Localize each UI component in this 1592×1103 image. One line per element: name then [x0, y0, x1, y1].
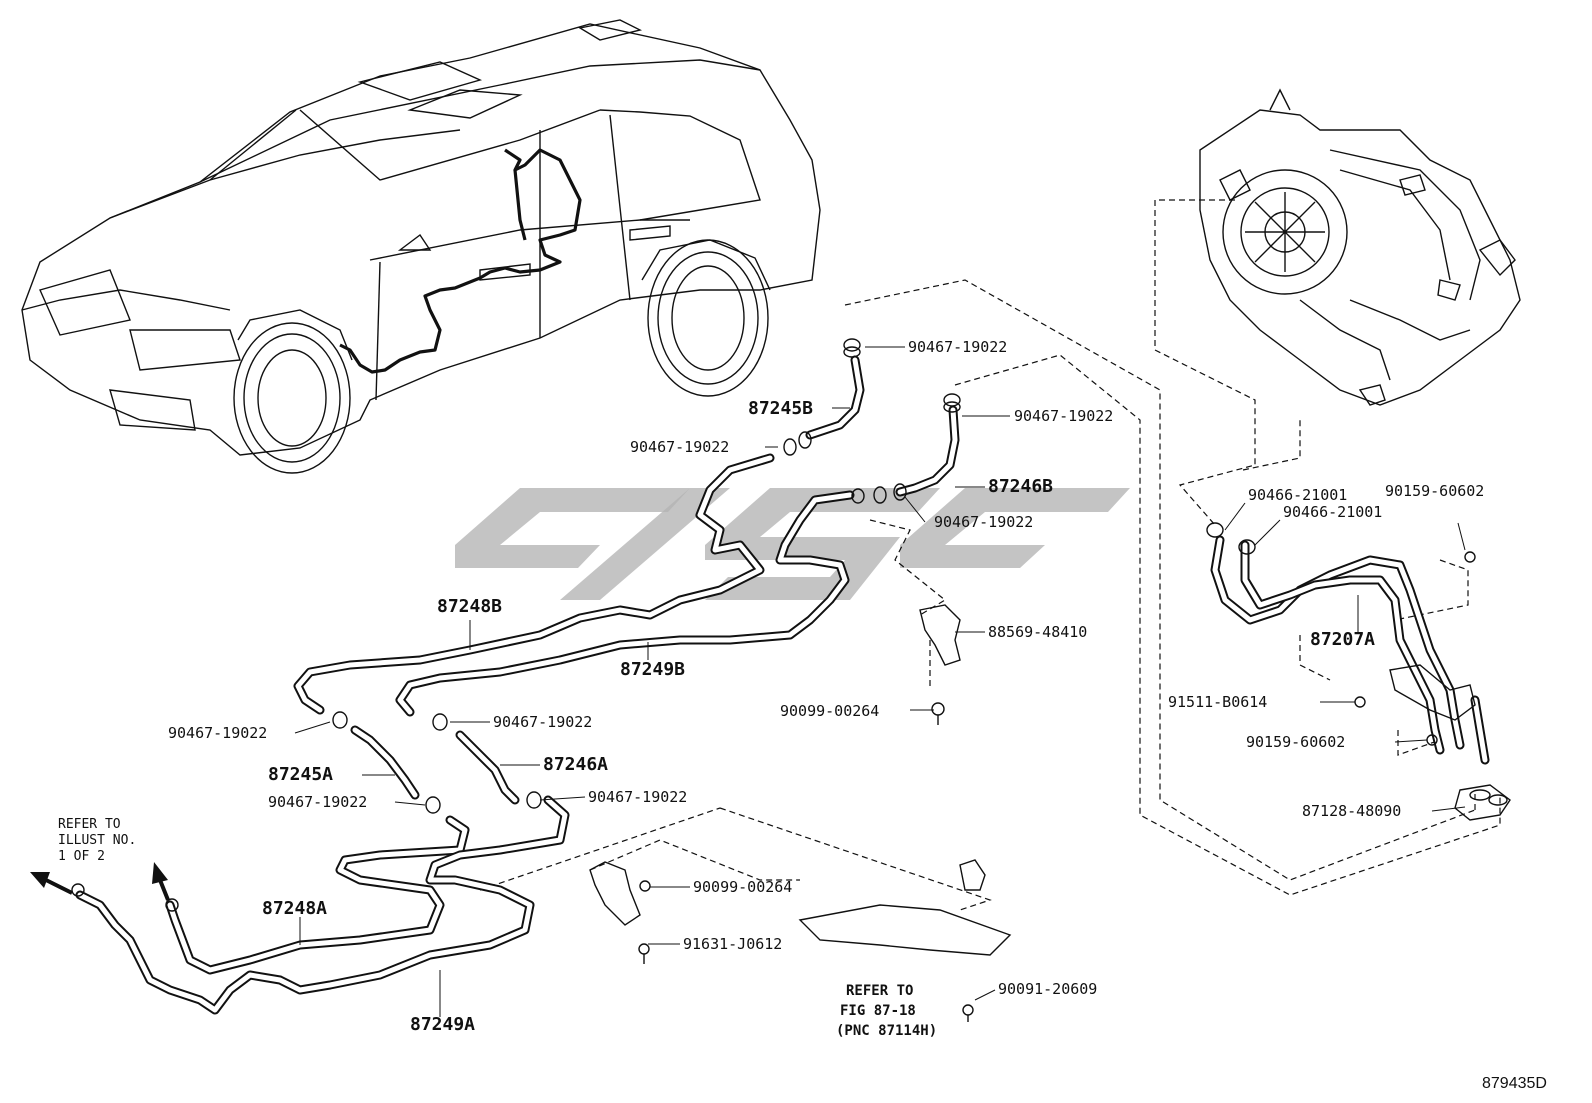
brackets	[589, 604, 1511, 956]
watermark-logo	[455, 488, 1130, 600]
callout-90099-00264-a: 90099-00264	[780, 702, 879, 720]
part-labels: 90467-19022 87245B 90467-19022 90467-190…	[168, 338, 1484, 1035]
callout-90099-00264-b: 90099-00264	[693, 878, 792, 896]
part-87248a: 87248A	[262, 898, 327, 919]
callout-90467-19022-f: 90467-19022	[493, 713, 592, 731]
part-87249a: 87249A	[410, 1014, 475, 1035]
refer-fig-line-3: (PNC 87114H)	[836, 1023, 937, 1039]
figure-id: 879435D	[1482, 1075, 1547, 1092]
part-87246a: 87246A	[543, 754, 608, 775]
dashed-reference-lines	[479, 199, 1501, 911]
hose-clamps	[71, 338, 1256, 912]
part-87207a: 87207A	[1310, 629, 1375, 650]
callout-90466-21001-a: 90466-21001	[1248, 486, 1347, 504]
vehicle-hose-route	[339, 148, 582, 374]
hose-assembly	[75, 355, 1490, 1015]
part-87246b: 87246B	[988, 476, 1053, 497]
callout-90467-19022-e: 90467-19022	[168, 724, 267, 742]
callout-91631-j0612: 91631-J0612	[683, 935, 782, 953]
callout-90467-19022-c: 90467-19022	[630, 438, 729, 456]
part-87249b: 87249B	[620, 659, 685, 680]
callout-90467-19022-d: 90467-19022	[934, 513, 1033, 531]
refer-illust-note: REFER TO ILLUST NO. 1 OF 2	[58, 817, 136, 864]
vehicle-outline	[21, 19, 821, 474]
callout-90467-19022-a: 90467-19022	[908, 338, 1007, 356]
callout-91511-b0614: 91511-B0614	[1168, 693, 1267, 711]
callout-90467-19022-b: 90467-19022	[1014, 407, 1113, 425]
leader-lines	[294, 346, 1466, 1017]
refer-fig-line-2: FIG 87-18	[840, 1003, 916, 1019]
part-87245a: 87245A	[268, 764, 333, 785]
refer-fig-line-1: REFER TO	[846, 983, 913, 999]
heater-unit-outline	[1199, 88, 1521, 406]
refer-illust-line-3: 1 OF 2	[58, 849, 105, 864]
callout-90159-60602-a: 90159-60602	[1385, 482, 1484, 500]
refer-fig-note: REFER TO FIG 87-18 (PNC 87114H)	[836, 983, 937, 1039]
callout-90466-21001-b: 90466-21001	[1283, 503, 1382, 521]
part-87245b: 87245B	[748, 398, 813, 419]
part-87248b: 87248B	[437, 596, 502, 617]
callout-90467-19022-g: 90467-19022	[268, 793, 367, 811]
refer-illust-line-1: REFER TO	[58, 817, 121, 832]
callout-87128-48090: 87128-48090	[1302, 802, 1401, 820]
callout-90467-19022-h: 90467-19022	[588, 788, 687, 806]
callout-90159-60602-b: 90159-60602	[1246, 733, 1345, 751]
callout-90091-20609: 90091-20609	[998, 980, 1097, 998]
callout-88569-48410: 88569-48410	[988, 623, 1087, 641]
refer-illust-line-2: ILLUST NO.	[58, 833, 136, 848]
direction-arrows	[30, 862, 170, 901]
